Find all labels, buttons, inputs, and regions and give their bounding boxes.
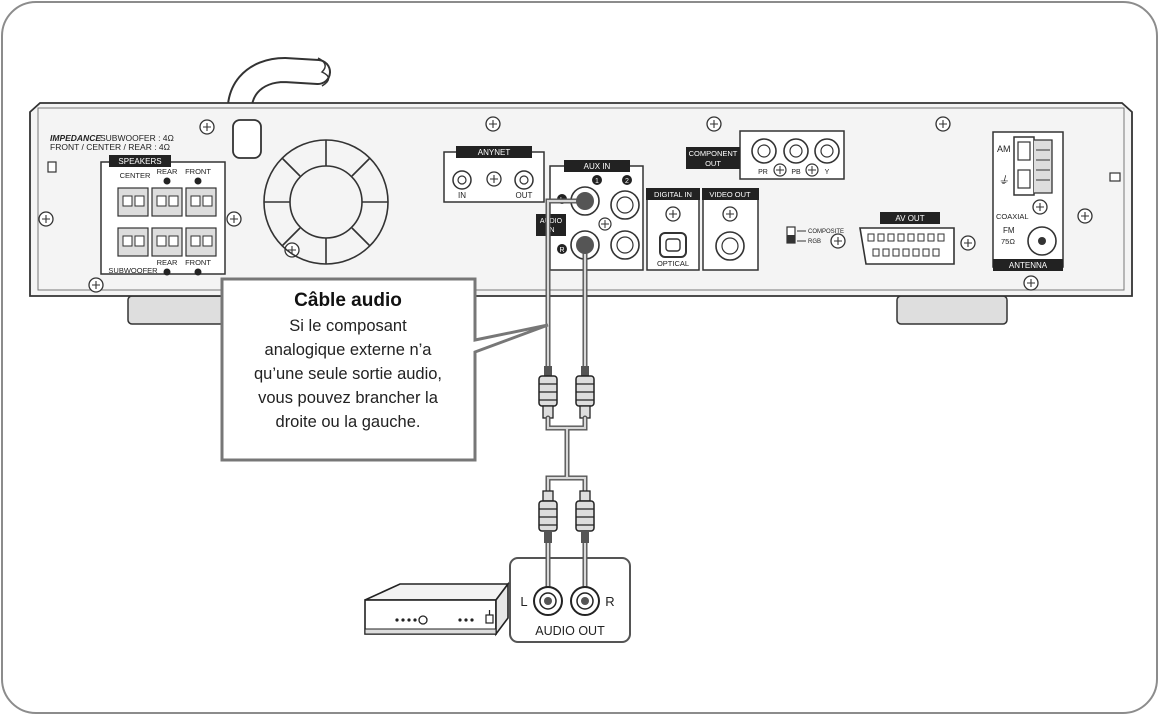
front-right-label: FRONT: [185, 258, 211, 267]
scart-connector: [859, 227, 955, 265]
audio-out-label: AUDIO OUT: [535, 624, 605, 638]
anynet-in-jack: [452, 170, 472, 190]
optical-label: OPTICAL: [657, 259, 689, 268]
pb-label: PB: [791, 169, 801, 176]
component-pr-jack: [751, 138, 777, 164]
audio-in-label-line1: AUDIO: [540, 218, 563, 225]
antenna-label: ANTENNA: [1009, 261, 1048, 270]
video-out-jack: [715, 231, 745, 261]
av-out-label: AV OUT: [895, 214, 924, 223]
anynet-out-label: OUT: [516, 191, 533, 200]
callout-line-4: vous pouvez brancher la: [258, 389, 439, 407]
component-pb-jack: [783, 138, 809, 164]
impedance-subwoofer-label: SUBWOOFER : 4Ω: [100, 133, 174, 143]
svg-text:R: R: [559, 247, 564, 254]
callout-line-5: droite ou la gauche.: [276, 413, 421, 431]
callout-line-1: Si le composant: [289, 317, 407, 335]
cable-callout: [220, 277, 549, 462]
rear-right-label: REAR: [157, 258, 178, 267]
optical-port: [659, 232, 687, 258]
speakers-label: SPEAKERS: [118, 157, 161, 166]
left-label: L: [520, 594, 527, 609]
right-foot: [896, 295, 1008, 325]
anynet-label: ANYNET: [478, 148, 511, 157]
aux-in-label: AUX IN: [584, 162, 611, 171]
right-label: R: [605, 594, 614, 609]
coaxial-label: COAXIAL: [996, 212, 1029, 221]
component-label-line2: OUT: [705, 159, 721, 168]
audio-in-label-line2: IN: [548, 227, 555, 234]
am-label: AM: [997, 144, 1011, 154]
svg-text:2: 2: [625, 178, 629, 185]
subwoofer-label: SUBWOOFER: [108, 266, 158, 275]
rgb-label: RGB: [808, 239, 821, 245]
y-label: Y: [825, 169, 830, 176]
fan-icon: [263, 139, 389, 265]
aux2-left-jack: [610, 190, 640, 220]
pr-label: PR: [758, 169, 768, 176]
callout-line-2: analogique externe n’a: [265, 341, 433, 359]
component-y-jack: [814, 138, 840, 164]
audio-out-panel: [509, 557, 631, 643]
callout-line-3: qu’une seule sortie audio,: [254, 365, 442, 383]
component-label-line1: COMPONENT: [689, 149, 738, 158]
external-player-icon: [364, 581, 510, 637]
svg-text:⏚: ⏚: [998, 175, 1009, 187]
front-left-label: FRONT: [185, 167, 211, 176]
anynet-in-label: IN: [458, 191, 466, 200]
rear-left-label: REAR: [157, 167, 178, 176]
impedance-label: IMPEDANCE: [50, 133, 101, 143]
video-out-label: VIDEO OUT: [709, 190, 751, 199]
fm-label: FM: [1003, 226, 1015, 235]
fm-ohm-label: 75Ω: [1001, 237, 1015, 246]
impedance-front-label: FRONT / CENTER / REAR : 4Ω: [50, 142, 170, 152]
callout-title: Câble audio: [294, 290, 402, 311]
center-label: CENTER: [120, 171, 151, 180]
composite-label: COMPOSITE: [808, 229, 844, 235]
digital-in-label: DIGITAL IN: [654, 190, 692, 199]
rca-plug-icon: [538, 490, 595, 543]
svg-text:1: 1: [595, 178, 599, 185]
anynet-out-jack: [514, 170, 534, 190]
aux2-right-jack: [610, 230, 640, 260]
